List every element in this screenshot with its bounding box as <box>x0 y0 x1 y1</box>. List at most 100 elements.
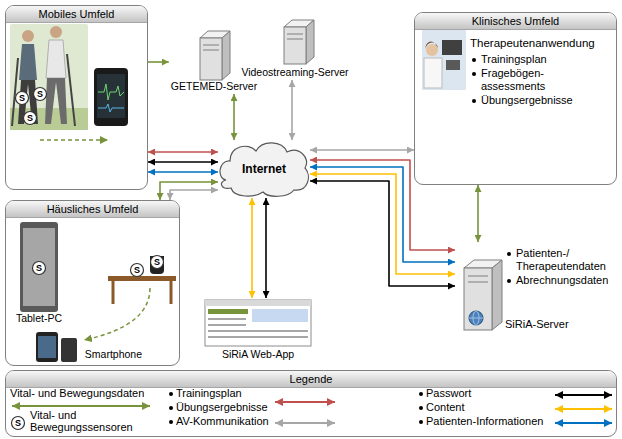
data-flow-connector <box>265 198 267 298</box>
person-legs <box>45 78 67 124</box>
globe-equator <box>469 318 483 319</box>
dashed-data-arrow <box>84 288 150 340</box>
bullet-dot <box>419 406 423 410</box>
person-head <box>22 30 34 42</box>
sensor-symbol <box>131 264 144 277</box>
application-box: TherapeutenanwendungTrainingsplanFragebö… <box>466 32 614 132</box>
legend-line-sample <box>275 422 335 424</box>
sensor-symbol <box>24 112 37 125</box>
list-item: Fragebögen- assessments <box>470 67 614 93</box>
webapp-picture <box>252 309 308 322</box>
clinic-photo <box>422 30 466 90</box>
person-head <box>50 26 62 38</box>
photo-ground <box>10 24 88 130</box>
device-label: Videostreaming-Server <box>241 66 348 79</box>
phone-screen <box>97 74 125 118</box>
legend-line-sample <box>275 401 335 403</box>
panel-heading: Klinisches Umfeld <box>415 13 616 30</box>
server-slot <box>468 282 488 283</box>
ecg-curve <box>98 84 124 100</box>
bullet-dot <box>419 392 423 396</box>
sensor-symbol <box>16 92 29 105</box>
environment-panel: LegendeVital- und BewegungsdatenVital- u… <box>5 370 617 437</box>
device-label: SiRiA Web-App <box>222 348 294 361</box>
panel-heading: Legende <box>6 371 616 388</box>
device-label: Smartphone <box>85 348 142 361</box>
server-side <box>492 260 502 330</box>
person-body <box>19 44 37 80</box>
legend-text: Vital- und Bewegungsdaten <box>10 387 160 399</box>
webapp-screenshot <box>205 300 311 346</box>
tablet-screen <box>23 228 55 306</box>
bullet-dot <box>419 420 423 424</box>
data-flow-connector <box>310 149 414 151</box>
therapist-body <box>424 58 442 88</box>
data-flow-connector <box>148 161 218 163</box>
smartphone-screen <box>38 336 56 358</box>
webapp-content <box>208 330 308 332</box>
server-slot <box>203 50 219 51</box>
sensor-letter: S <box>34 88 46 100</box>
walking-stick <box>12 58 18 126</box>
webapp-content <box>208 324 246 326</box>
data-flow-connector <box>233 94 235 140</box>
internet-cloud: Internet <box>218 140 310 198</box>
legend-text: AV-Kommunikation <box>176 415 269 427</box>
device-node: GETEMED-Server <box>169 30 259 94</box>
bullet-dot <box>472 58 476 62</box>
sensor-letter: S <box>131 264 143 276</box>
therapist-hair <box>426 42 438 49</box>
list-item: Übungsergebnisse <box>470 94 614 107</box>
list-text: Übungsergebnisse <box>481 94 591 107</box>
mobile-phone <box>94 68 128 126</box>
server-slot <box>468 276 488 277</box>
legend-text: Patienten-Informationen <box>426 415 543 427</box>
legend-text: Content <box>426 401 465 413</box>
data-flow-connector <box>148 61 169 63</box>
monitor <box>446 60 460 70</box>
bullet-dot <box>507 252 511 256</box>
text-list: TherapeutenanwendungTrainingsplanFragebö… <box>466 32 614 107</box>
bullet-dot <box>507 279 511 283</box>
globe <box>469 311 483 325</box>
smartphone <box>36 332 58 362</box>
smartphone <box>61 338 77 362</box>
person-body <box>46 40 66 78</box>
device-node: Videostreaming-Server <box>239 22 350 80</box>
data-flow-connector <box>170 190 218 200</box>
legend-line-sample <box>555 408 612 410</box>
sensor-symbol <box>12 417 25 430</box>
panel-heading: Häusliches Umfeld <box>6 201 179 218</box>
legend-text: Trainingsplan <box>176 387 242 399</box>
server-side <box>222 31 230 80</box>
data-flow-connector <box>148 171 218 173</box>
cup <box>150 256 164 274</box>
list-text: Trainingsplan <box>481 53 591 66</box>
bullet-dot <box>169 406 173 410</box>
text-list: Patienten-/ TherapeutendatenAbrechnungsd… <box>455 242 617 287</box>
walking-stick <box>67 54 75 126</box>
sensor-symbol <box>34 88 47 101</box>
cloud-label: Internet <box>218 140 310 198</box>
sensor-letter: S <box>33 262 45 274</box>
monitor <box>442 40 462 55</box>
bullet-dot <box>472 72 476 76</box>
bullet-dot <box>169 392 173 396</box>
data-flow-connector <box>310 174 455 274</box>
device-node: SiRiA Web-App <box>198 298 318 362</box>
list-item: Trainingsplan <box>470 53 614 66</box>
server-node: Patienten-/ TherapeutendatenAbrechnungsd… <box>455 242 617 337</box>
data-flow-connector <box>291 80 293 140</box>
table-leg <box>112 281 115 304</box>
table-leg <box>170 281 173 304</box>
data-flow-connector <box>160 182 218 200</box>
legend-line-sample <box>555 422 612 424</box>
webapp-content <box>208 336 308 338</box>
device-node: Smartphone <box>30 330 142 362</box>
sensor-symbol <box>33 262 46 275</box>
legend-text: Vital- und Bewegungssensoren <box>30 409 140 433</box>
tablet <box>20 222 58 312</box>
environment-panel: Mobiles Umfeld <box>5 5 148 190</box>
sensor-symbol <box>151 256 164 269</box>
